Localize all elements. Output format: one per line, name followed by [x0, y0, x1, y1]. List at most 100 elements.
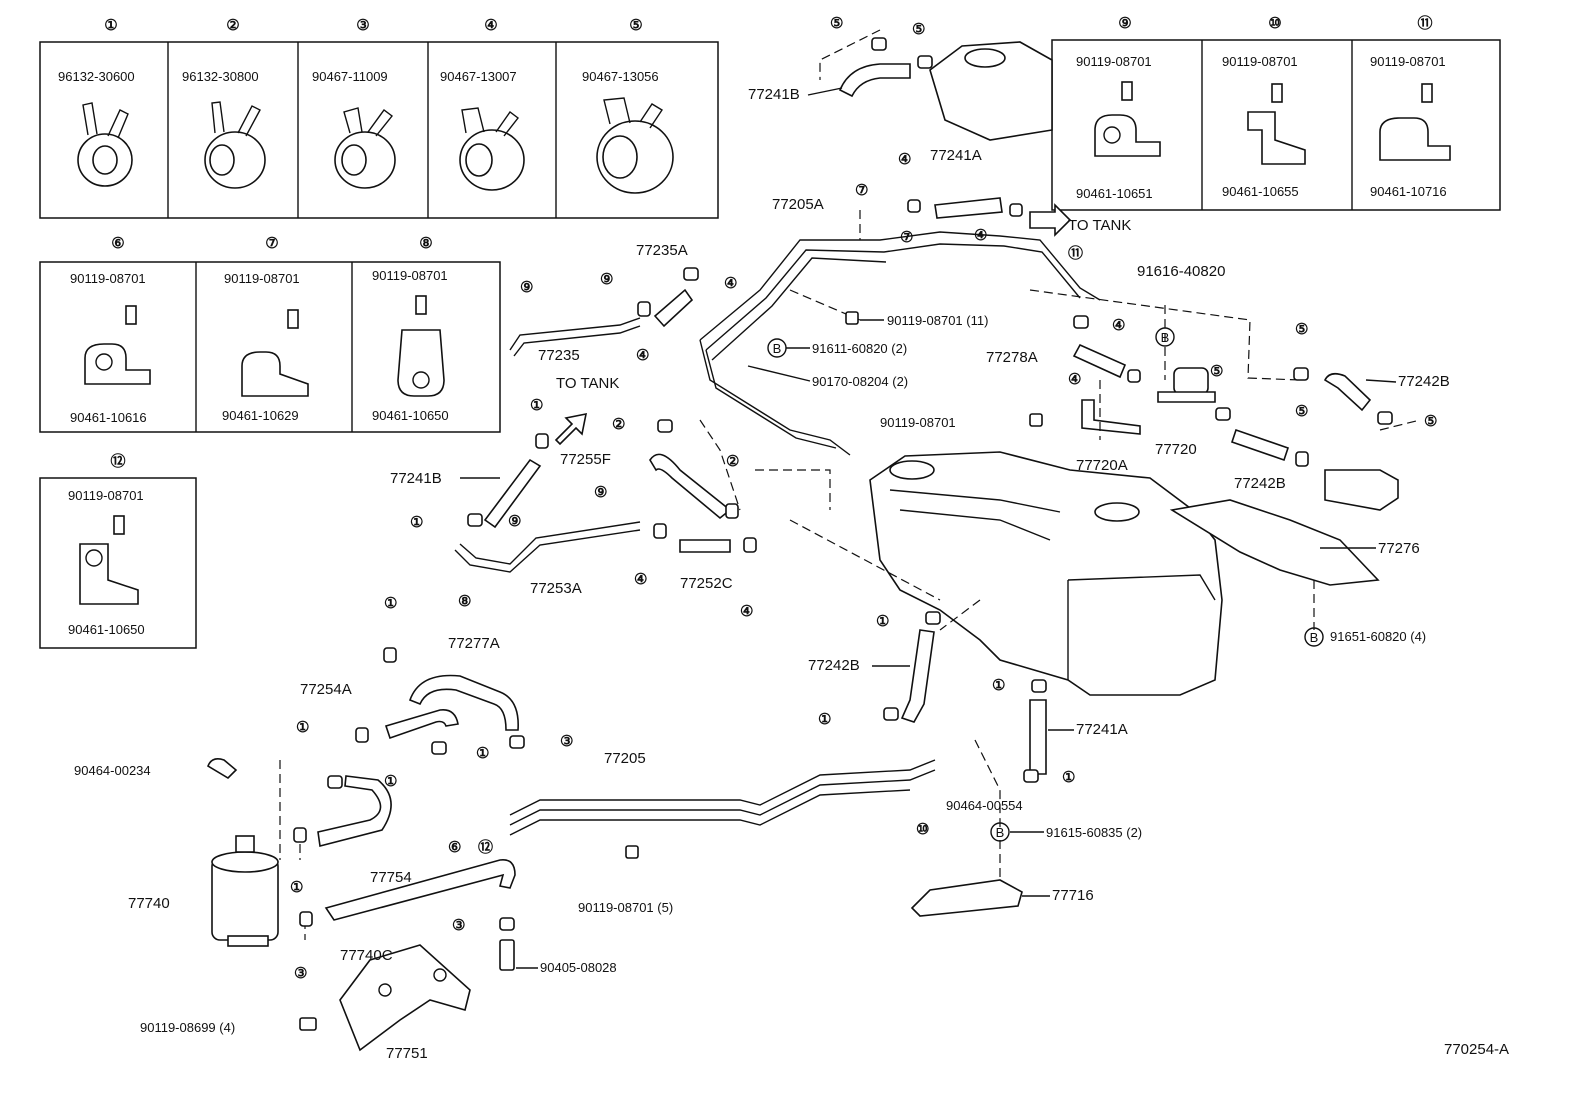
bracket-77720A [1081, 399, 1141, 435]
label-90170: 90170-08204 (2) [812, 374, 908, 389]
hose-77242B-mid [900, 629, 935, 723]
clamp-9-drawing [1094, 81, 1161, 157]
callout-7: ⑦ [900, 229, 913, 246]
callout-1: ① [296, 719, 309, 736]
hose-77241A-low [1029, 699, 1047, 775]
legend-clamp-12: ⑫ 90119-08701 90461-10650 [39, 452, 197, 649]
callout-1: ① [1062, 769, 1075, 786]
callout-5: ⑤ [1424, 413, 1437, 430]
legend-num-6: ⑥ [111, 235, 124, 252]
label-90119-08699: 90119-08699 (4) [140, 1020, 235, 1035]
leader-lines [279, 29, 1421, 940]
hose-77254A [384, 708, 459, 740]
callout-1: ① [818, 711, 831, 728]
callout-9: ⑨ [508, 513, 521, 530]
legend-part-3: 90467-11009 [312, 69, 388, 84]
label-90119-5: 90119-08701 (5) [578, 900, 673, 915]
label-77242B-r2: 77242B [1234, 475, 1286, 492]
callout-4: ④ [1068, 371, 1081, 388]
label-90464-00554: 90464-00554 [946, 798, 1023, 813]
legend-num-11: ⑪ [1417, 14, 1432, 32]
label-77253A: 77253A [530, 580, 582, 597]
legend-part-4: 90467-13007 [440, 69, 517, 84]
bracket-77751 [339, 944, 471, 1052]
callout-1: ① [410, 514, 423, 531]
label-77241A-low: 77241A [1076, 721, 1128, 738]
legend-bolt-9: 90119-08701 [1076, 54, 1152, 69]
clamp-2-drawing [204, 101, 266, 189]
callout-3: ③ [560, 733, 573, 750]
legend-num-8: ⑧ [419, 235, 432, 252]
callout-4: ④ [898, 151, 911, 168]
hose-77754 [317, 775, 392, 847]
diagram-id: 770254-A [1444, 1041, 1509, 1058]
label-77740C: 77740C [340, 947, 393, 964]
callout-5: ⑤ [1210, 363, 1223, 380]
clamp-11-drawing [1379, 83, 1451, 161]
label-77720A: 77720A [1076, 457, 1128, 474]
clamp-1-drawing [77, 102, 133, 187]
callout-1: ① [384, 595, 397, 612]
legend-part-1: 96132-30600 [58, 69, 135, 84]
label-90405: 90405-08028 [540, 960, 617, 975]
callout-11: ⑪ [1068, 244, 1083, 262]
legend-num-5: ⑤ [629, 17, 642, 34]
label-77242B-r: 77242B [1398, 373, 1450, 390]
b-marker: B [996, 825, 1005, 840]
clamp-3-drawing [334, 107, 396, 189]
label-90119-11: 90119-08701 (11) [887, 313, 988, 328]
callout-9: ⑨ [520, 279, 533, 296]
legend-bolt-8: 90119-08701 [372, 268, 448, 283]
callout-9: ⑨ [600, 271, 613, 288]
legend-part-6: 90461-10616 [70, 410, 147, 425]
label-77720: 77720 [1155, 441, 1197, 458]
legend-num-7: ⑦ [265, 235, 278, 252]
legend-num-3: ③ [356, 17, 369, 34]
small-clamps [293, 37, 1393, 1031]
callout-4: ④ [634, 571, 647, 588]
legend-part-5: 90467-13056 [582, 69, 659, 84]
label-77241B-top: 77241B [748, 86, 800, 103]
hose-77255F [649, 453, 732, 520]
clamp-7-drawing [241, 309, 309, 397]
b-marker: B [1310, 630, 1319, 645]
label-77252C: 77252C [680, 575, 733, 592]
label-91611: 91611-60820 (2) [812, 341, 907, 356]
clamp-5-drawing [596, 97, 674, 194]
fuel-tank-upper [929, 41, 1053, 141]
to-tank-arrows [554, 203, 1072, 446]
label-91616: 91616-40820 [1137, 263, 1225, 280]
legend-part-7: 90461-10629 [222, 408, 299, 423]
label-77255F: 77255F [560, 451, 611, 468]
callout-2: ② [612, 416, 625, 433]
callout-5: ⑤ [1295, 403, 1308, 420]
hose-77252C [679, 539, 731, 553]
legend-clamps-6-8: ⑥ ⑦ ⑧ 90119-08701 90119-08701 90119-0870… [39, 235, 501, 433]
callout-4: ④ [974, 227, 987, 244]
label-77241B-mid: 77241B [390, 470, 442, 487]
bracket-77716 [910, 879, 1023, 917]
legend-bolt-11: 90119-08701 [1370, 54, 1446, 69]
label-to-tank-2: TO TANK [1068, 217, 1131, 234]
part-labels: 77241B 77241A 77205A 77235A 77235 TO TAN… [74, 86, 1509, 1062]
callout-4: ④ [740, 603, 753, 620]
callout-3: ③ [452, 917, 465, 934]
label-77278A: 77278A [986, 349, 1038, 366]
callout-8: ⑧ [458, 593, 471, 610]
legend-num-4: ④ [484, 17, 497, 34]
legend-num-2: ② [226, 17, 239, 34]
legend-part-10: 90461-10655 [1222, 184, 1299, 199]
label-77235A: 77235A [636, 242, 688, 259]
hose-77242B-r2 [1230, 428, 1290, 462]
callout-7: ⑦ [855, 182, 868, 199]
label-77205: 77205 [604, 750, 646, 767]
shield-77276 [1169, 499, 1380, 586]
legend-part-8: 90461-10650 [372, 408, 449, 423]
hose-77241B-top [838, 63, 911, 98]
callout-1: ① [876, 613, 889, 630]
label-77716: 77716 [1052, 887, 1094, 904]
callout-1: ① [476, 745, 489, 762]
callout-1: ① [290, 879, 303, 896]
hose-77277A [408, 674, 519, 731]
label-77277A: 77277A [448, 635, 500, 652]
